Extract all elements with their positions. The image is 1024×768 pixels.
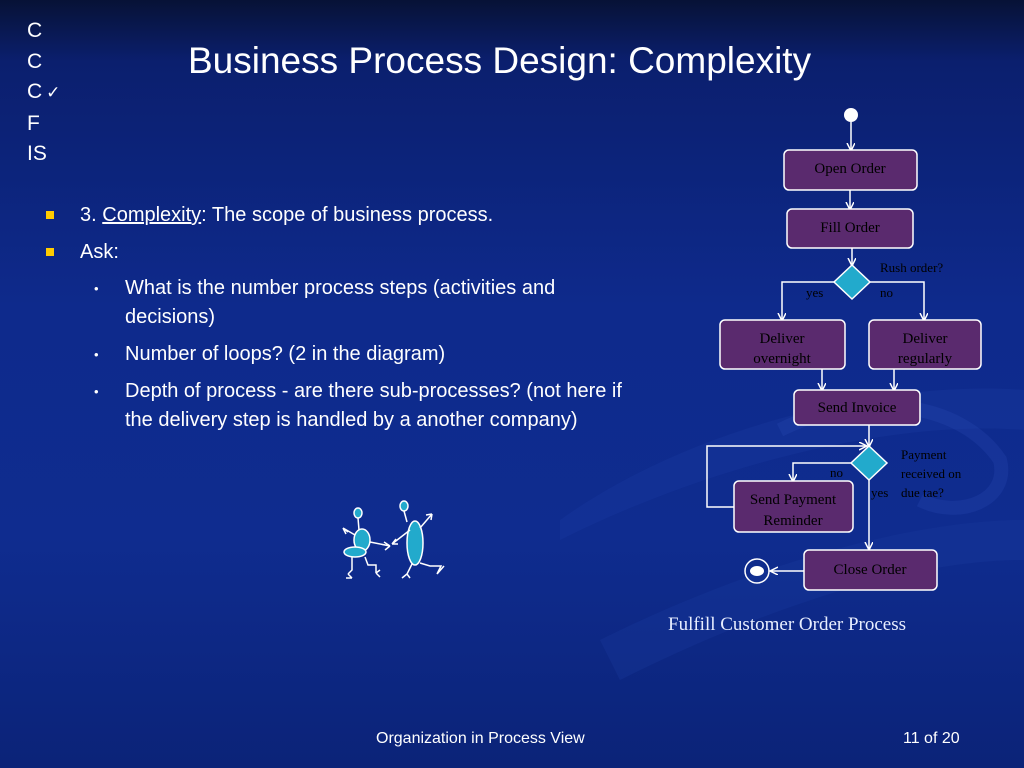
rush-order-label: Rush order?	[880, 260, 943, 275]
node-send-payment-reminder: Send Payment Reminder	[733, 480, 854, 533]
nav-letter-3-row: C✓	[27, 77, 60, 109]
bullet-ask: Ask:	[44, 237, 664, 267]
bullet-dot-icon: •	[94, 281, 99, 296]
payment-label-line1: Payment	[901, 447, 947, 462]
node-fill-order: Fill Order	[786, 208, 914, 249]
nav-letter-3: C	[27, 80, 43, 103]
bullet-dot-icon: •	[94, 347, 99, 362]
bullet-prefix: 3.	[80, 204, 103, 226]
sub-bullet-text: Depth of process - are there sub-process…	[125, 380, 622, 431]
start-node	[844, 108, 858, 150]
bullet-rest: : The scope of business process.	[201, 204, 494, 226]
bullet-ask-text: Ask:	[80, 241, 119, 263]
payment-label-line2: received on	[901, 466, 962, 481]
end-node	[744, 558, 770, 584]
bullet-square-icon	[46, 211, 54, 219]
nav-letter-4: F	[27, 111, 40, 135]
no-label-1: no	[880, 285, 893, 300]
node-open-order-label: Open Order	[814, 161, 885, 177]
bullet-square-icon	[46, 248, 54, 256]
complexity-term: Complexity	[102, 204, 202, 226]
yes-label-1: yes	[806, 285, 823, 300]
sub-bullet-text: Number of loops? (2 in the diagram)	[125, 343, 446, 365]
sub-bullet-steps: • What is the number process steps (acti…	[44, 274, 645, 332]
deliver-regularly-line2: regularly	[898, 351, 953, 367]
deliver-regularly-line1: Deliver	[903, 331, 948, 347]
node-deliver-overnight: Deliver overnight	[719, 319, 846, 370]
nav-letter-1: C	[27, 19, 43, 42]
deliver-overnight-line1: Deliver	[760, 331, 805, 347]
nav-letter-2: C	[27, 49, 43, 73]
navigation-letters: C C C✓ F IS	[27, 16, 60, 170]
deliver-overnight-line2: overnight	[753, 351, 811, 367]
slide-title: Business Process Design: Complexity	[188, 40, 812, 81]
node-fill-order-label: Fill Order	[820, 220, 880, 236]
checkmark-icon: ✓	[46, 83, 61, 103]
node-close-order-label: Close Order	[834, 562, 907, 578]
bullet-complexity: 3. Complexity: The scope of business pro…	[44, 200, 664, 230]
decision-rush-order	[832, 263, 872, 301]
node-open-order: Open Order	[783, 149, 918, 191]
payment-label-line3: due tae?	[901, 485, 944, 500]
footer-title: Organization in Process View	[376, 730, 585, 747]
page-number: 11 of 20	[903, 730, 960, 747]
yes-label-2: yes	[871, 485, 888, 500]
diagram-caption: Fulfill Customer Order Process	[668, 614, 907, 635]
node-deliver-regularly: Deliver regularly	[868, 319, 982, 370]
sub-bullet-text: What is the number process steps (activi…	[125, 277, 556, 328]
bullet-list: 3. Complexity: The scope of business pro…	[44, 200, 664, 443]
decision-payment-received	[849, 444, 889, 482]
node-close-order: Close Order	[803, 549, 938, 591]
send-reminder-line2: Reminder	[763, 513, 822, 529]
nav-letter-5: IS	[27, 142, 47, 165]
send-reminder-line1: Send Payment	[750, 492, 837, 508]
bullet-dot-icon: •	[94, 384, 99, 399]
no-label-2: no	[830, 465, 843, 480]
node-send-invoice: Send Invoice	[793, 389, 921, 426]
sub-bullet-depth: • Depth of process - are there sub-proce…	[44, 377, 645, 435]
node-send-invoice-label: Send Invoice	[818, 400, 897, 416]
sub-bullet-loops: • Number of loops? (2 in the diagram)	[44, 340, 645, 369]
